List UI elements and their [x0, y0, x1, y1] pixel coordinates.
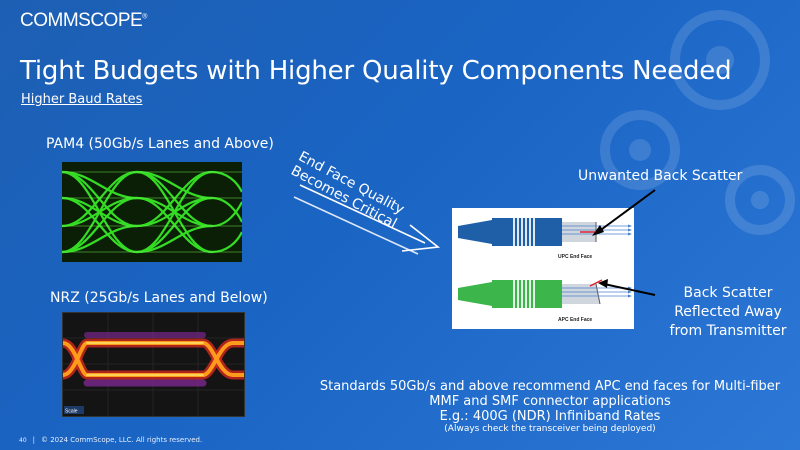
callout-unwanted-back-scatter: Unwanted Back Scatter [578, 168, 743, 184]
apc-connector-icon [458, 279, 632, 308]
standards-text: Standards 50Gb/s and above recommend APC… [300, 379, 800, 435]
pam4-label: PAM4 (50Gb/s Lanes and Above) [46, 136, 274, 152]
gears-watermark-icon [600, 10, 795, 235]
apc-caption: APC End Face [558, 317, 593, 323]
nrz-eye-diagram: Scale [62, 312, 245, 417]
standards-note: (Always check the transceiver being depl… [444, 424, 656, 434]
callout-reflected-line-1: Back Scatter [683, 285, 773, 301]
scope-corner-label: Scale [65, 409, 78, 415]
slide-subtitle: Higher Baud Rates [21, 92, 143, 107]
nrz-label: NRZ (25Gb/s Lanes and Below) [50, 290, 268, 306]
page-number: 40 [19, 437, 27, 444]
copyright: © 2024 CommScope, LLC. All rights reserv… [41, 436, 203, 444]
upc-caption: UPC End Face [558, 254, 593, 260]
commscope-logo: COMMSCOPE® [20, 10, 147, 32]
standards-line-1: Standards 50Gb/s and above recommend APC… [319, 379, 781, 394]
upc-connector-icon [458, 218, 632, 246]
connector-illustration [458, 218, 632, 308]
callout-reflected-line-2: Reflected Away [674, 304, 782, 320]
pam4-eye-diagram [62, 162, 242, 262]
callout-reflected-line-3: from Transmitter [669, 323, 787, 339]
footer-separator: | [32, 436, 35, 444]
callout-reflected-back-scatter: Back Scatter Reflected Away from Transmi… [658, 284, 798, 341]
standards-line-2: MMF and SMF connector applications [429, 394, 671, 409]
logo-registered-mark: ® [142, 13, 147, 21]
diagonal-arrow-icon [293, 184, 440, 255]
footer: 40 | © 2024 CommScope, LLC. All rights res… [19, 436, 202, 444]
logo-text: COMMSCOPE [20, 10, 143, 31]
slide-title: Tight Budgets with Higher Quality Compon… [20, 56, 732, 86]
standards-line-3: E.g.: 400G (NDR) Infiniband Rates [439, 409, 661, 424]
